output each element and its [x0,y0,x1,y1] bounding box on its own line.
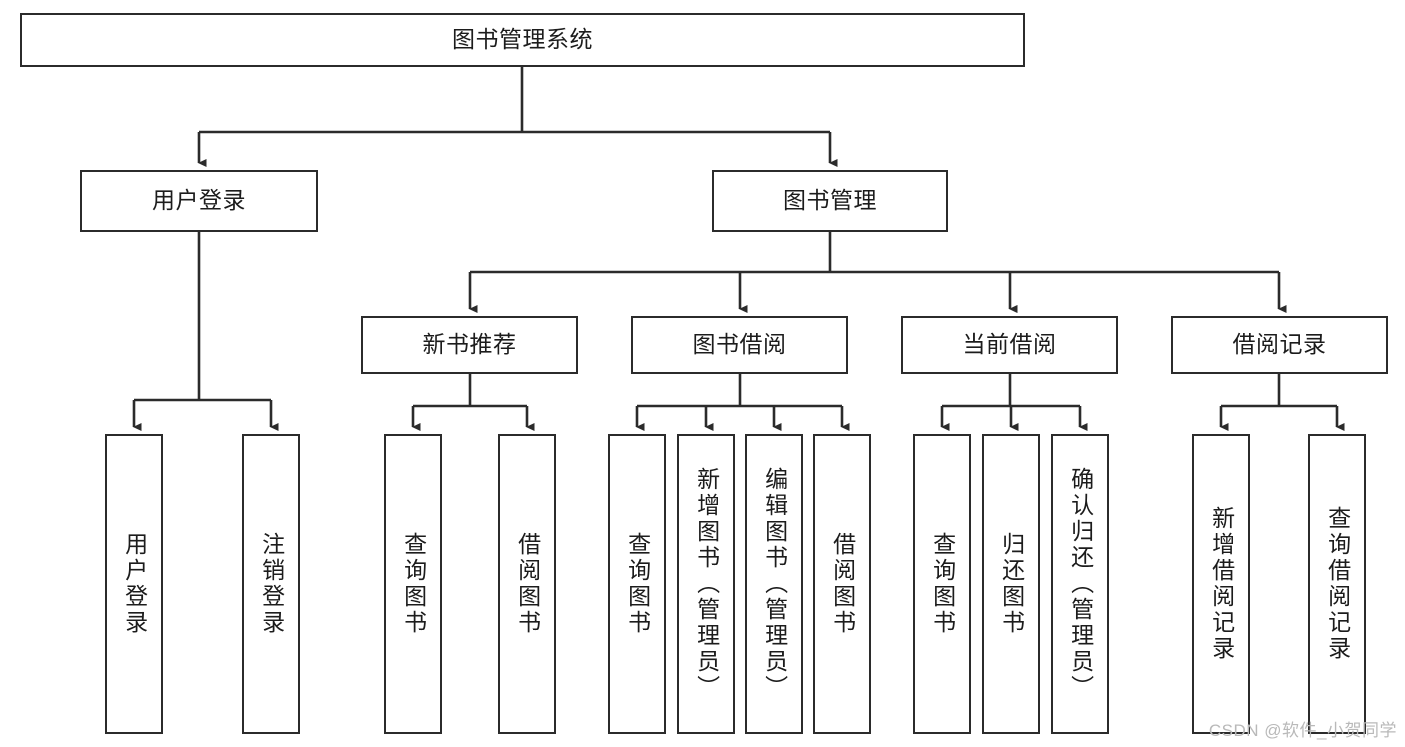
node-leaf-user-login[interactable]: 用户登录 [105,434,163,734]
node-new-book-recommend-label: 新书推荐 [422,331,517,358]
node-leaf-query-book-2[interactable]: 查询图书 [608,434,666,734]
node-leaf-borrow-book-1-label: 借阅图书 [514,532,541,636]
node-leaf-query-book-1[interactable]: 查询图书 [384,434,442,734]
node-leaf-query-record[interactable]: 查询借阅记录 [1308,434,1366,734]
node-book-manage-label: 图书管理 [783,187,877,214]
node-leaf-query-record-label: 查询借阅记录 [1324,506,1351,662]
node-user-login-label: 用户登录 [152,187,246,214]
node-book-borrow-label: 图书借阅 [692,331,787,358]
node-root[interactable]: 图书管理系统 [20,13,1025,67]
node-leaf-borrow-book-2[interactable]: 借阅图书 [813,434,871,734]
node-leaf-confirm-return-label: 确认归还（管理员） [1067,467,1094,701]
node-leaf-add-book-label: 新增图书（管理员） [693,467,720,701]
node-leaf-add-book[interactable]: 新增图书（管理员） [677,434,735,734]
node-leaf-edit-book-label: 编辑图书（管理员） [761,467,788,701]
node-borrow-record[interactable]: 借阅记录 [1171,316,1388,374]
node-borrow-record-label: 借阅记录 [1232,331,1327,358]
node-leaf-query-book-3-label: 查询图书 [929,532,956,636]
node-leaf-borrow-book-1[interactable]: 借阅图书 [498,434,556,734]
node-leaf-user-logout-label: 注销登录 [258,532,285,636]
node-leaf-add-record[interactable]: 新增借阅记录 [1192,434,1250,734]
node-book-borrow[interactable]: 图书借阅 [631,316,848,374]
node-leaf-query-book-3[interactable]: 查询图书 [913,434,971,734]
node-current-borrow[interactable]: 当前借阅 [901,316,1118,374]
node-root-label: 图书管理系统 [452,26,593,53]
node-leaf-query-book-1-label: 查询图书 [400,532,427,636]
node-leaf-borrow-book-2-label: 借阅图书 [829,532,856,636]
node-leaf-user-login-label: 用户登录 [121,532,148,636]
node-current-borrow-label: 当前借阅 [962,331,1057,358]
node-new-book-recommend[interactable]: 新书推荐 [361,316,578,374]
node-leaf-query-book-2-label: 查询图书 [624,532,651,636]
node-leaf-add-record-label: 新增借阅记录 [1208,506,1235,662]
node-user-login[interactable]: 用户登录 [80,170,318,232]
node-leaf-confirm-return[interactable]: 确认归还（管理员） [1051,434,1109,734]
node-leaf-return-book-label: 归还图书 [998,532,1025,636]
node-leaf-edit-book[interactable]: 编辑图书（管理员） [745,434,803,734]
node-book-manage[interactable]: 图书管理 [712,170,948,232]
node-leaf-return-book[interactable]: 归还图书 [982,434,1040,734]
node-leaf-user-logout[interactable]: 注销登录 [242,434,300,734]
csdn-watermark: CSDN @软件_小贺同学 [1208,721,1397,740]
